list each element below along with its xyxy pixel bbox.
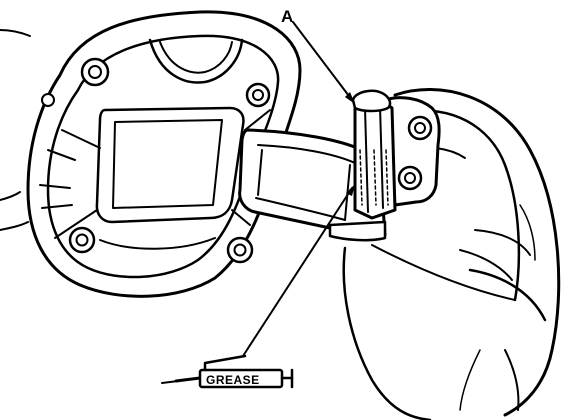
grease-label: GREASE [206, 373, 260, 387]
grease-leader [242, 184, 355, 357]
hinge-arm [238, 128, 387, 238]
mounting-boss-bottom-right [226, 236, 254, 264]
mounting-boss-top-center [41, 93, 55, 107]
bracket-bolt-lower [397, 165, 423, 191]
callout-a: A [281, 7, 355, 104]
body-opening [342, 88, 561, 420]
mounting-boss-top-right [245, 82, 271, 108]
bracket-bolt-upper [407, 115, 433, 141]
mounting-boss-top-left [80, 57, 110, 87]
callout-a-label: A [281, 7, 293, 26]
hinge-pivot [328, 89, 441, 242]
background-body-lines [0, 29, 31, 231]
fuel-door [26, 10, 302, 298]
grease-gun-icon: GREASE [161, 354, 294, 389]
mounting-boss-bottom-left [68, 226, 96, 254]
